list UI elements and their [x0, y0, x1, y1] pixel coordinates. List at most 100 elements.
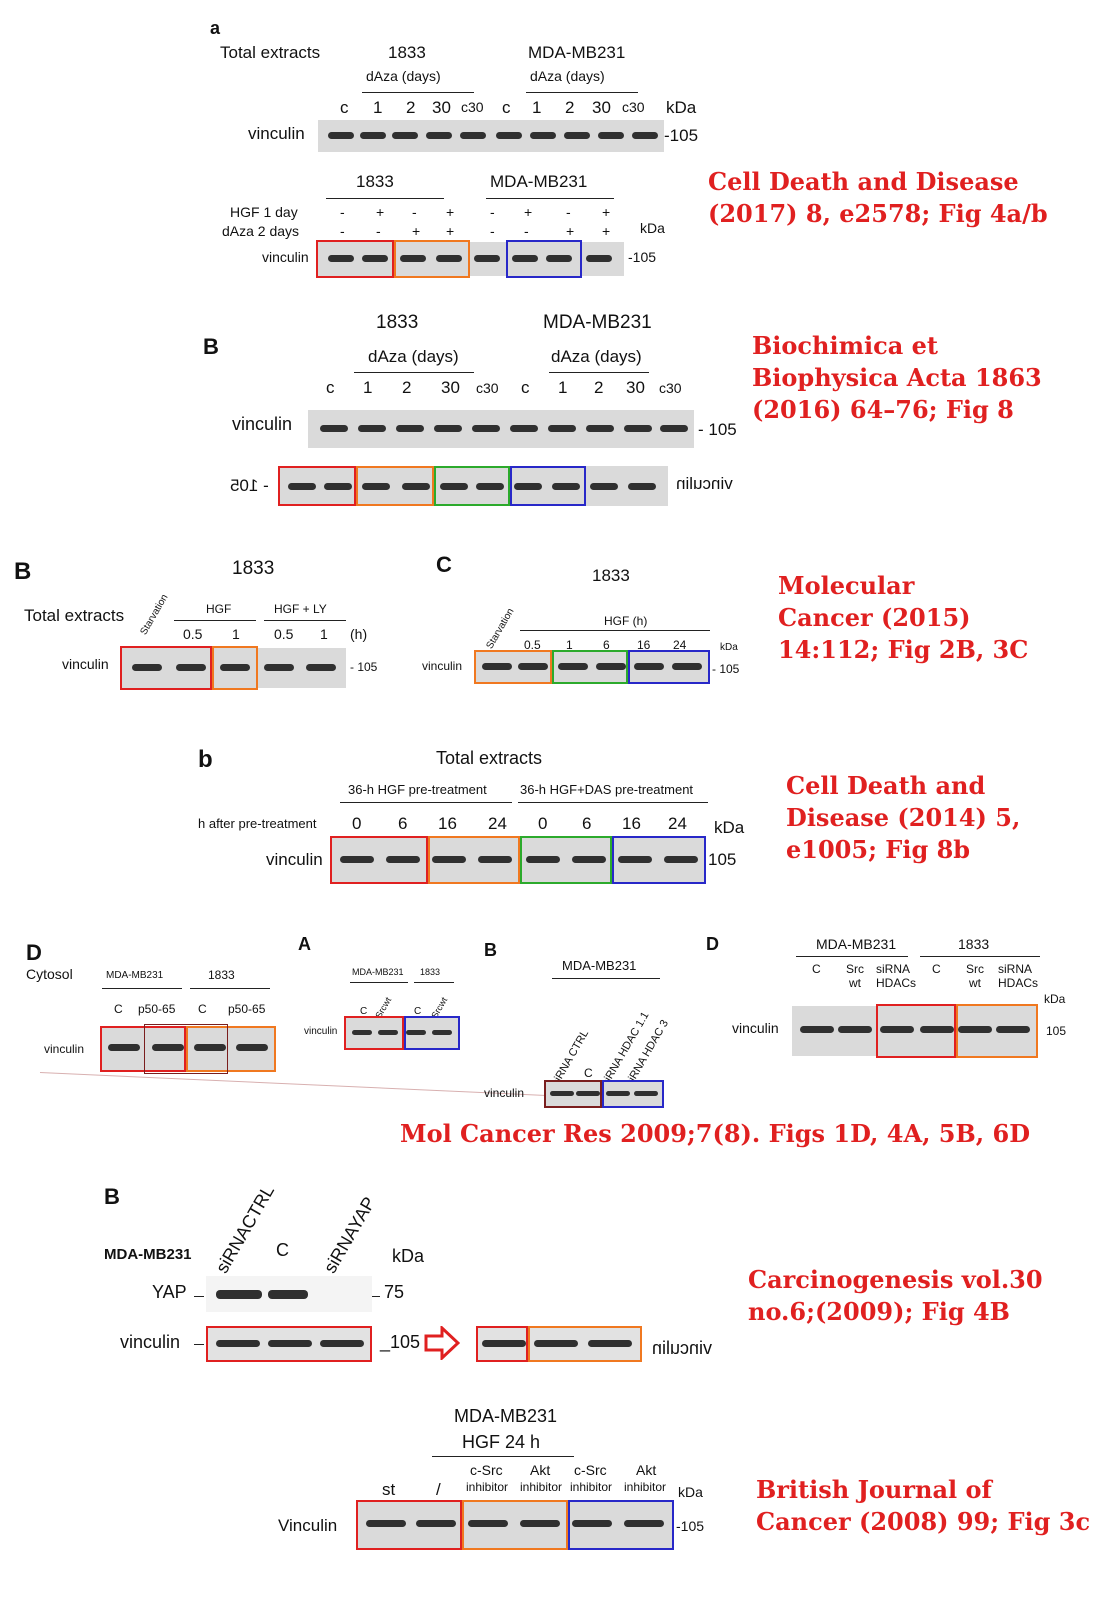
duplicate-highlight-box [356, 466, 434, 506]
lane-label: 2 [594, 378, 604, 397]
time-label: 1 [320, 626, 328, 642]
lane-label: 1 [373, 98, 383, 117]
kda-label: kDa [720, 642, 738, 653]
time-label: 0 [538, 814, 548, 833]
lane-label: 30 [592, 98, 611, 117]
lane-label: siRNA HDACs [998, 962, 1039, 990]
sign: - [490, 204, 495, 220]
duplicate-highlight-box [344, 1016, 404, 1050]
total-extracts-label: Total extracts [24, 606, 125, 625]
lane-label: c [340, 98, 349, 117]
vinculin-label: vinculin [484, 1086, 525, 1100]
lane-label: p50-65 [228, 1002, 266, 1016]
vinculin-label: Vinculin [278, 1516, 338, 1535]
time-label: 1 [232, 626, 240, 642]
duplicate-highlight-box [428, 836, 520, 884]
sign: - [340, 223, 345, 239]
cell-line-mda: MDA-MB231 [490, 172, 588, 191]
blot-strip [206, 1326, 372, 1362]
mw-label: - 105 [350, 660, 378, 674]
mirrored-blot-strip [476, 1326, 642, 1362]
vinculin-label: vinculin [248, 124, 305, 143]
lane-label: 1 [558, 378, 568, 397]
panel-letter: A [298, 934, 311, 954]
lane-label: p50-65 [138, 1002, 176, 1016]
duplicate-highlight-box [394, 240, 470, 278]
hgf-row-label: HGF 1 day [230, 204, 298, 220]
sign: + [602, 204, 611, 220]
mw-label: 75 [384, 1282, 405, 1302]
lane-label: C [276, 1240, 289, 1260]
time-label: 1 [566, 638, 573, 652]
lane-label: C [584, 1066, 593, 1080]
cell-line-mda: MDA-MB231 [816, 936, 897, 952]
cell-line-1833: 1833 [958, 936, 990, 952]
cell-line-mda: MDA-MB231 [454, 1406, 558, 1426]
lane-label: Akt [636, 1462, 657, 1478]
time-label: 6 [582, 814, 592, 833]
lane-label: Akt [530, 1462, 551, 1478]
cell-line-1833: 1833 [420, 967, 441, 977]
lane-label: siRNA HDACs [876, 962, 917, 990]
cell-line-mda: MDA-MB231 [543, 312, 652, 333]
panel-letter: b [198, 746, 213, 773]
lane-label: C [812, 962, 821, 976]
vinculin-label: vinculin [262, 249, 309, 265]
lane-label: 30 [626, 378, 645, 397]
cell-line-1833: 1833 [592, 566, 630, 585]
lane-label: 2 [402, 378, 412, 397]
time-label: 16 [438, 814, 457, 833]
vinculin-label: vinculin [62, 656, 109, 672]
time-label: 0.5 [274, 626, 294, 642]
duplicate-highlight-box [278, 466, 356, 506]
daza-label: dAza (days) [530, 68, 605, 84]
duplicate-highlight-box [602, 1080, 664, 1108]
mirrored-vinculin-label: vinculin [652, 1338, 713, 1358]
cell-line-mda: MDA-MB231 [352, 967, 404, 977]
lane-label: 30 [432, 98, 451, 117]
overlap-box [144, 1024, 228, 1074]
vinculin-label: vinculin [422, 659, 463, 673]
lane-label: C [360, 1006, 368, 1017]
unit-label: (h) [350, 626, 368, 642]
panel-letter: B [104, 1184, 120, 1209]
duplicate-highlight-box [612, 836, 706, 884]
lane-label: 1 [532, 98, 542, 117]
mw-label: - 105 [712, 662, 740, 676]
sign: - [376, 223, 381, 239]
duplicate-highlight-box [316, 240, 394, 278]
pretreatment-label: 36-h HGF pre-treatment [348, 782, 487, 797]
sign: - [412, 204, 417, 220]
mw-label: 105 [1046, 1024, 1067, 1038]
time-label: 24 [668, 814, 687, 833]
daza-label: dAza (days) [368, 347, 459, 366]
time-label: 6 [603, 638, 610, 652]
duplicate-highlight-box [356, 1500, 462, 1550]
cell-line-1833: 1833 [376, 312, 419, 333]
hgf-label: HGF [206, 602, 232, 616]
mw-label: -105 [628, 249, 657, 265]
sign: + [524, 204, 533, 220]
lane-label: c [326, 378, 335, 397]
kda-label: kDa [666, 98, 697, 117]
panel-letter: B [484, 940, 497, 960]
blot-strip [120, 648, 346, 688]
lane-label: Src wt [846, 962, 864, 990]
duplicate-highlight-box [506, 240, 582, 278]
lane-label: c30 [659, 380, 682, 396]
lane-label: c [502, 98, 511, 117]
mirrored-vinculin-label: vinculin [676, 474, 733, 493]
duplicate-highlight-box [510, 466, 586, 506]
duplicate-highlight-box [568, 1500, 674, 1550]
vinculin-label: vinculin [732, 1020, 779, 1036]
time-label: 0.5 [183, 626, 203, 642]
duplicate-highlight-box [520, 836, 612, 884]
time-label: 16 [622, 814, 641, 833]
hgf-label: HGF 24 h [462, 1432, 541, 1452]
lane-label: / [436, 1480, 441, 1499]
blot-strip [100, 1028, 276, 1070]
lane-label: inhibitor [466, 1480, 509, 1494]
panel-letter: C [436, 552, 452, 577]
